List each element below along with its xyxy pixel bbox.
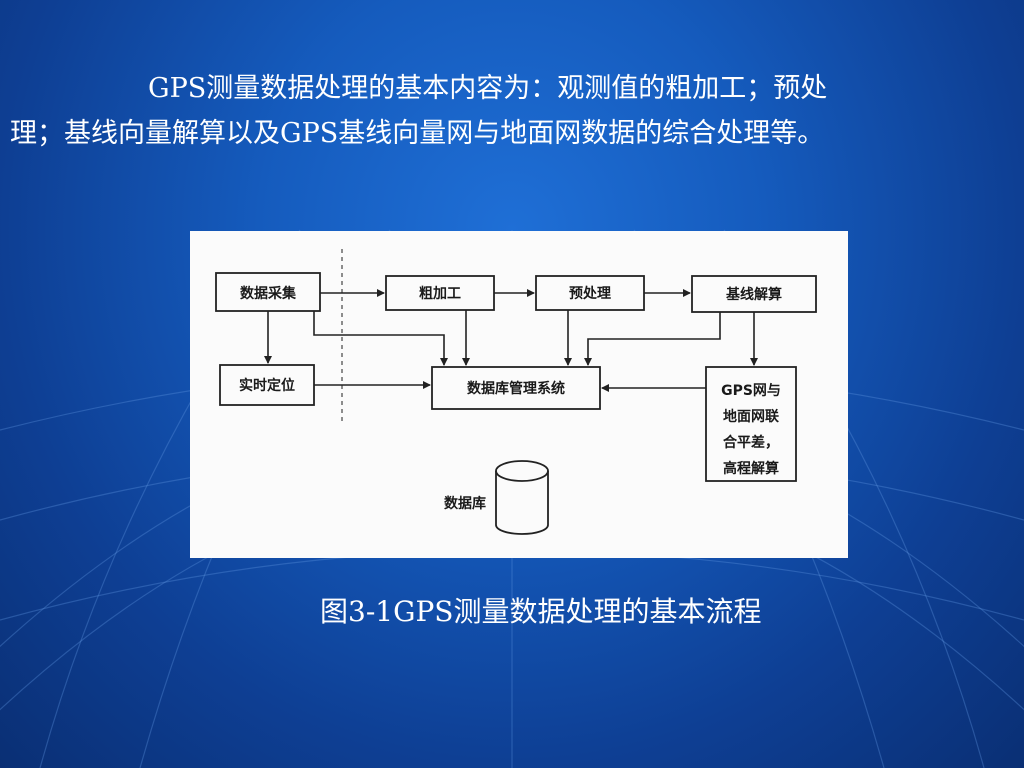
node-label-realtime: 实时定位 [239, 377, 295, 394]
node-label-rough: 粗加工 [419, 285, 461, 302]
flowchart-svg: 数据采集 粗加工 预处理 基线解算 实时定位 数据库管理系统 GPS网与 地面网… [215, 249, 817, 535]
arrow-baseline-dbms [584, 312, 721, 366]
figure-caption: 图3-1GPS测量数据处理的基本流程 [320, 595, 762, 628]
node-label-preprocess: 预处理 [569, 285, 611, 302]
node-label-gps-net-line-2: 地面网联 [723, 408, 780, 425]
intro-paragraph: GPS测量数据处理的基本内容为：观测值的粗加工；预处 理；基线向量解算以及GPS… [10, 66, 1014, 156]
intro-line-2: 理；基线向量解算以及GPS基线向量网与地面网数据的综合处理等。 [10, 118, 825, 149]
node-label-baseline: 基线解算 [726, 286, 782, 303]
node-box-gps-net [705, 366, 797, 482]
node-label-collect: 数据采集 [240, 285, 297, 302]
arrow-collect-dbms [313, 311, 448, 366]
node-label-database: 数据库 [444, 495, 486, 512]
node-label-gps-net-line-1: GPS网与 [721, 383, 781, 399]
node-label-gps-net-line-4: 高程解算 [723, 460, 779, 477]
flowchart-figure: 数据采集 粗加工 预处理 基线解算 实时定位 数据库管理系统 GPS网与 地面网… [190, 231, 848, 558]
database-cylinder [495, 460, 549, 535]
intro-line-1: GPS测量数据处理的基本内容为：观测值的粗加工；预处 [148, 73, 828, 104]
node-label-gps-net-line-3: 合平差， [723, 434, 779, 451]
node-label-dbms: 数据库管理系统 [467, 380, 565, 397]
node-box-dbms [431, 366, 601, 410]
